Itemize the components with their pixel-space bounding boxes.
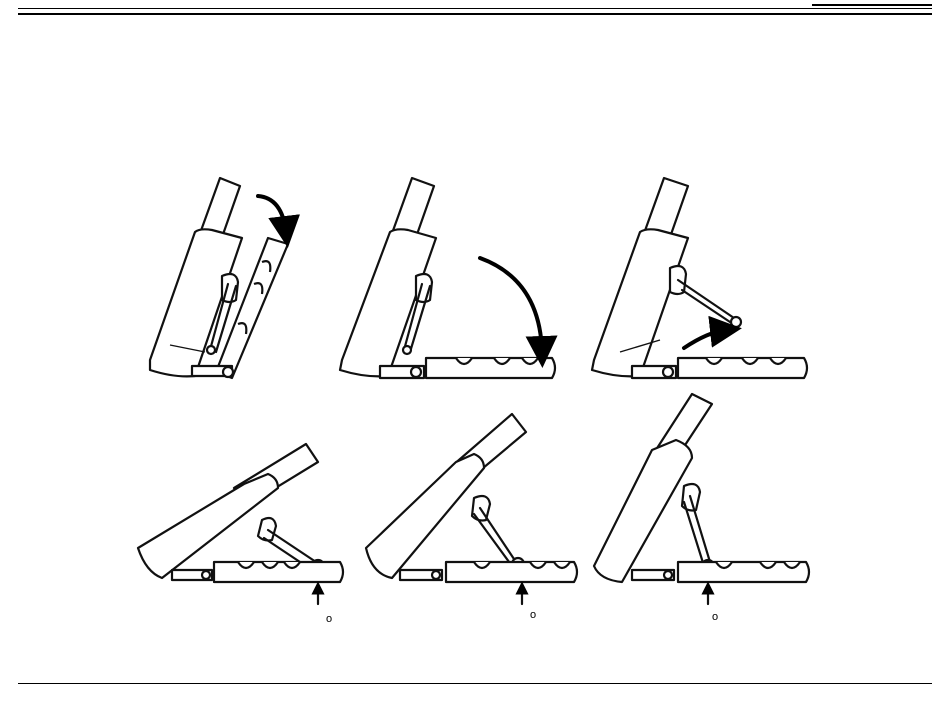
angle-marker: o	[326, 613, 332, 625]
angle-marker: o	[712, 611, 718, 623]
panel-angle-2: o	[366, 414, 577, 621]
phone-body	[594, 440, 692, 582]
base-plate	[678, 358, 807, 378]
base-plate	[214, 562, 343, 582]
panel-angle-3: o	[594, 394, 809, 623]
panel-step-2	[340, 178, 555, 378]
panel-step-1	[150, 178, 288, 378]
raise-arrow-icon	[684, 330, 726, 348]
swing-arrow-icon	[480, 258, 542, 352]
rotate-down-arrow-icon	[258, 196, 286, 232]
panel-angle-1: o	[138, 444, 343, 625]
phone-body	[592, 229, 688, 376]
phone-body	[366, 454, 484, 578]
panel-step-3	[592, 178, 807, 378]
angle-marker: o	[530, 609, 536, 621]
